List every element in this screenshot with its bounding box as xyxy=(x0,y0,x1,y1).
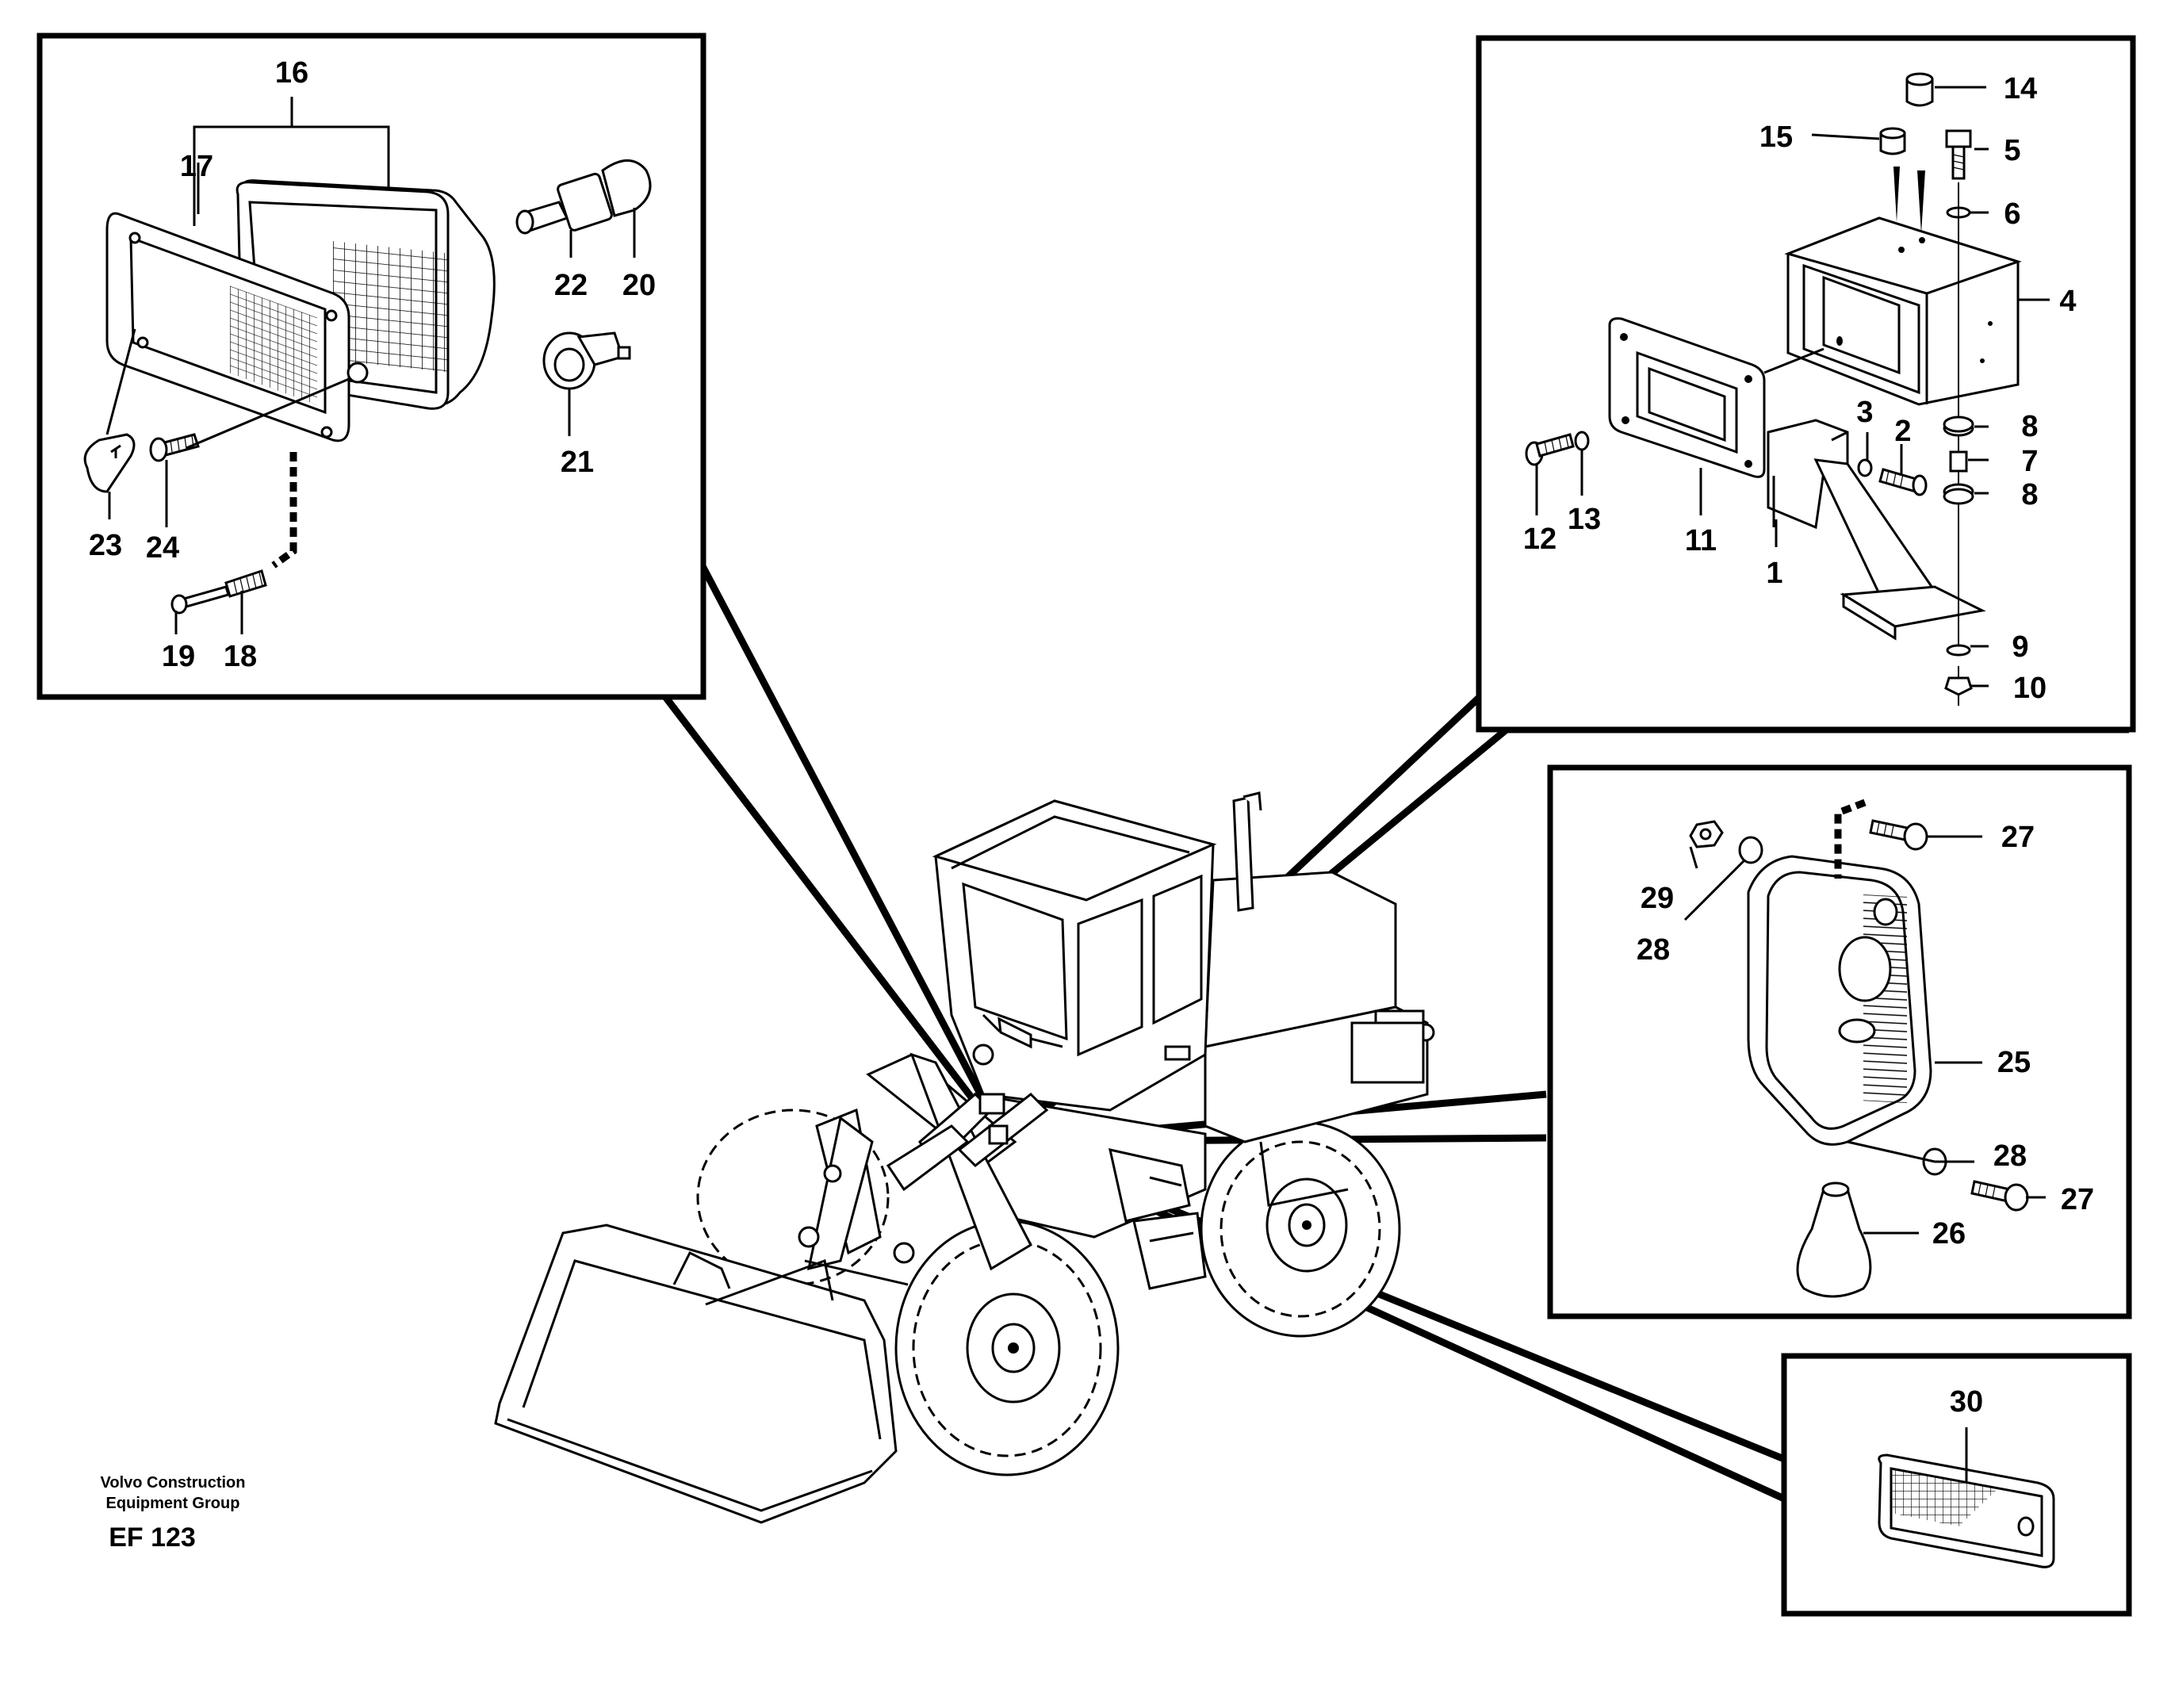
rear-wheel xyxy=(1200,1120,1401,1338)
support-arm xyxy=(1767,419,1986,641)
reflector-panel: 30 xyxy=(1781,1353,2132,1617)
callout-20: 20 xyxy=(622,269,656,302)
lamp-mount-focus xyxy=(978,1093,1009,1145)
figure-code: EF 123 xyxy=(109,1522,196,1553)
lift-arms xyxy=(798,1044,1049,1286)
front-wheel xyxy=(894,1220,1120,1476)
screw-12 xyxy=(1525,433,1575,466)
wheel-loader-illustration xyxy=(494,791,1435,1524)
operator-cab xyxy=(932,799,1217,1112)
callout-6: 6 xyxy=(2004,197,2020,231)
rubber-bushings xyxy=(1943,416,1974,505)
washer-28-top xyxy=(1738,836,1763,864)
bracket-panel: 14 15 5 6 4 8 7 8 9 10 3 2 11 13 12 1 xyxy=(1476,35,2136,733)
callout-25: 25 xyxy=(1997,1046,2031,1079)
exhaust-pipe xyxy=(1232,796,1254,912)
reflector xyxy=(1878,1453,2055,1568)
mount-screw xyxy=(149,433,200,462)
callout-7: 7 xyxy=(2021,445,2038,478)
callout-16: 16 xyxy=(275,56,308,90)
callout-29: 29 xyxy=(1641,882,1674,915)
screw-2 xyxy=(1878,468,1928,496)
washer-13 xyxy=(1574,431,1590,451)
company-line-1: Volvo Construction xyxy=(101,1474,246,1492)
headlight-bezel xyxy=(105,212,369,442)
tail-lamp-bulb xyxy=(1796,1181,1872,1298)
bracket-box xyxy=(1784,216,2022,406)
bracket-frame xyxy=(1476,35,2136,733)
callout-30: 30 xyxy=(1950,1385,1983,1419)
tail-lamp-panel: 27 29 28 25 28 27 26 xyxy=(1547,764,2132,1319)
front-frame xyxy=(974,1093,1207,1290)
callout-23: 23 xyxy=(89,529,122,562)
callout-1: 1 xyxy=(1766,557,1782,590)
callout-14: 14 xyxy=(2004,72,2037,105)
exhaust-tip xyxy=(1242,791,1262,811)
callout-17: 17 xyxy=(180,150,213,183)
callout-24: 24 xyxy=(146,531,179,565)
tail-lamp-body xyxy=(1747,855,1932,1146)
small-bulb xyxy=(83,433,136,493)
callout-12: 12 xyxy=(1523,523,1556,556)
mounting-plate xyxy=(1608,317,1824,478)
callout-5: 5 xyxy=(2004,134,2020,167)
callout-18: 18 xyxy=(224,640,257,673)
callout-9: 9 xyxy=(2012,630,2028,664)
callout-8b: 8 xyxy=(2021,478,2038,511)
washer-9 xyxy=(1946,644,1971,657)
figure-caption: Volvo Construction Equipment Group EF 12… xyxy=(101,1474,246,1553)
counterweight xyxy=(1350,1021,1425,1084)
company-line-2: Equipment Group xyxy=(106,1495,240,1512)
callout-15: 15 xyxy=(1759,121,1793,154)
callout-2: 2 xyxy=(1894,415,1911,448)
callout-19: 19 xyxy=(162,640,195,673)
adjust-screw xyxy=(170,569,267,615)
callout-28b: 28 xyxy=(1993,1139,2027,1173)
bulb-socket xyxy=(515,159,652,235)
washer-3 xyxy=(1857,458,1873,477)
headlight-housing xyxy=(235,179,496,410)
bucket xyxy=(494,1224,898,1524)
callout-13: 13 xyxy=(1568,503,1601,536)
callout-4: 4 xyxy=(2059,285,2076,318)
callout-21: 21 xyxy=(561,446,594,479)
bolt-top xyxy=(1945,129,1972,180)
callout-8a: 8 xyxy=(2021,410,2038,443)
screw-27-bottom xyxy=(1970,1180,2029,1212)
cap-small xyxy=(1879,127,1906,155)
callout-27a: 27 xyxy=(2001,821,2035,854)
callout-22: 22 xyxy=(554,269,588,302)
work-light-panel: 16 17 22 20 21 23 24 19 18 xyxy=(36,33,706,700)
callout-27b: 27 xyxy=(2061,1183,2094,1216)
callout-10: 10 xyxy=(2013,672,2047,705)
cap-large xyxy=(1905,72,1934,107)
callout-11: 11 xyxy=(1685,524,1717,557)
nut-10 xyxy=(1944,676,1973,696)
callout-3: 3 xyxy=(1856,396,1873,429)
callout-28a: 28 xyxy=(1637,933,1670,967)
callout-26: 26 xyxy=(1932,1217,1966,1250)
